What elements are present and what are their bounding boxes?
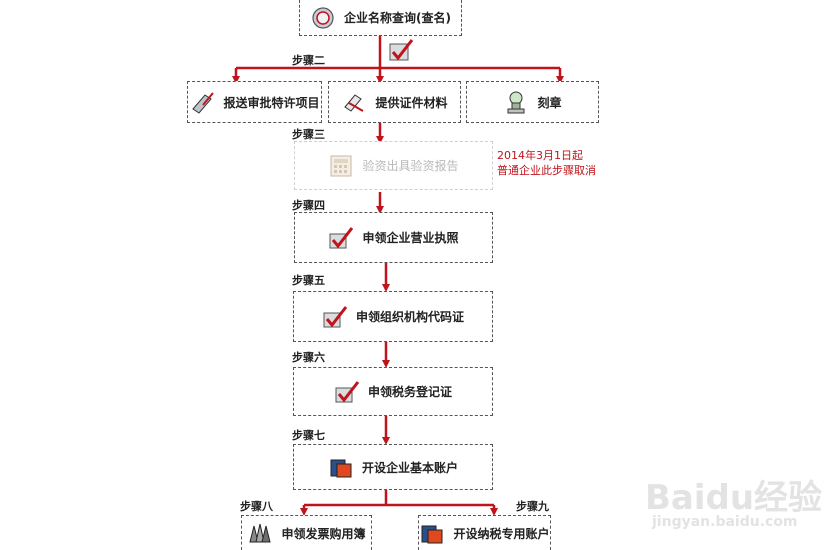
step7-box: 开设企业基本账户	[293, 444, 493, 490]
step3-note: 2014年3月1日起 普通企业此步骤取消	[497, 148, 596, 178]
check-icon-connector	[389, 39, 414, 61]
step4-box: 申领企业营业执照	[294, 212, 493, 263]
folder-icon	[421, 525, 443, 544]
step3-box: 验资出具验资报告	[294, 141, 493, 190]
document-pen-icon	[344, 94, 364, 112]
step6-label: 申领税务登记证	[367, 385, 452, 399]
step3-label: 验资出具验资报告	[362, 159, 459, 173]
step8-heading: 步骤八	[240, 500, 273, 513]
step2c-box: 刻章	[466, 81, 599, 123]
check-icon	[335, 380, 360, 402]
step2a-label: 报送审批特许项目	[223, 95, 320, 110]
check-icon	[323, 305, 348, 327]
step1-box: 企业名称查询(查名)	[299, 0, 462, 36]
step4-label: 申领企业营业执照	[362, 231, 459, 245]
step8-box: 申领发票购用簿	[241, 515, 372, 550]
step3-heading: 步骤三	[292, 128, 325, 141]
books-icon	[249, 523, 272, 543]
step3-note-line2: 普通企业此步骤取消	[497, 164, 596, 177]
step2-heading: 步骤二	[292, 54, 325, 67]
step9-label: 开设纳税专用账户	[453, 526, 550, 541]
check-icon	[329, 226, 354, 248]
step5-box: 申领组织机构代码证	[293, 291, 493, 342]
step8-label: 申领发票购用簿	[281, 526, 366, 541]
step5-label: 申领组织机构代码证	[355, 310, 464, 324]
step2a-box: 报送审批特许项目	[187, 81, 322, 123]
step9-box: 开设纳税专用账户	[418, 515, 551, 550]
step7-label: 开设企业基本账户	[361, 460, 458, 475]
watermark-brand: Baidu经验	[645, 478, 823, 518]
step2b-label: 提供证件材料	[375, 95, 448, 110]
step2b-box: 提供证件材料	[328, 81, 461, 123]
watermark-url: jingyan.baidu.com	[652, 514, 798, 530]
step1-label: 企业名称查询(查名)	[344, 11, 451, 25]
step5-heading: 步骤五	[292, 274, 325, 287]
step6-box: 申领税务登记证	[293, 367, 493, 416]
calculator-icon	[330, 155, 352, 176]
step9-heading: 步骤九	[516, 500, 549, 513]
step2c-label: 刻章	[537, 95, 562, 110]
step7-heading: 步骤七	[292, 429, 325, 442]
step3-note-line1: 2014年3月1日起	[497, 149, 583, 162]
notepad-pen-icon	[192, 92, 215, 114]
step6-heading: 步骤六	[292, 351, 325, 364]
folder-icon	[330, 459, 352, 478]
step4-heading: 步骤四	[292, 199, 325, 212]
magnifier-disc-icon	[312, 6, 334, 29]
stamp-icon	[507, 91, 525, 114]
